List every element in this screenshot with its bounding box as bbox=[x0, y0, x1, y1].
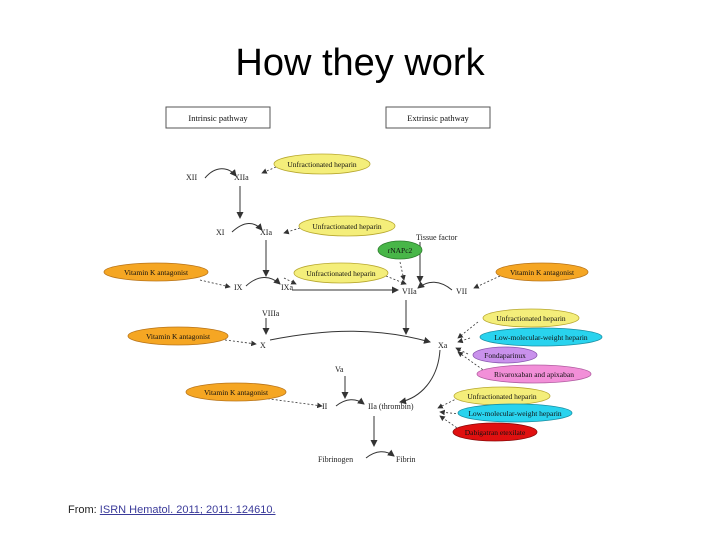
source-link[interactable]: ISRN Hematol. 2011; 2011: 124610. bbox=[99, 504, 276, 516]
drug-ufh-4: Unfractionated heparin bbox=[482, 308, 580, 328]
factor-xi: XI bbox=[216, 228, 225, 237]
svg-text:Unfractionated heparin: Unfractionated heparin bbox=[496, 314, 566, 323]
arrow-ii-iia bbox=[335, 397, 365, 407]
arrow-xi-xia bbox=[231, 223, 263, 233]
svg-text:Unfractionated heparin: Unfractionated heparin bbox=[312, 222, 382, 231]
factor-fibrin: Fibrin bbox=[396, 455, 416, 464]
intrinsic-pathway-box: Intrinsic pathway bbox=[165, 106, 271, 129]
drug-vka-3: Vitamin K antagonist bbox=[127, 326, 229, 346]
source-prefix: From: bbox=[68, 504, 97, 516]
factor-ix: IX bbox=[234, 283, 243, 292]
svg-text:Unfractionated heparin: Unfractionated heparin bbox=[467, 392, 537, 401]
svg-text:Unfractionated heparin: Unfractionated heparin bbox=[306, 269, 376, 278]
slide-title: How they work bbox=[235, 42, 485, 84]
drug-lmwh-1: Low-molecular-weight heparin bbox=[479, 327, 603, 347]
factor-fibrinogen: Fibrinogen bbox=[318, 455, 353, 464]
arrow-x-xa bbox=[269, 330, 431, 344]
drug-lmwh-2: Low-molecular-weight heparin bbox=[457, 403, 573, 423]
drug-rivaroxaban: Rivaroxaban and apixaban bbox=[476, 364, 592, 384]
drug-dabigatran: Dabigatran etexilate bbox=[452, 422, 538, 442]
svg-text:Vitamin K antagonist: Vitamin K antagonist bbox=[204, 388, 269, 397]
svg-text:Low-molecular-weight heparin: Low-molecular-weight heparin bbox=[468, 409, 562, 418]
tissue-factor: Tissue factor bbox=[416, 233, 458, 242]
factor-ii: II bbox=[322, 402, 328, 411]
drug-vka-2: Vitamin K antagonist bbox=[495, 262, 589, 282]
drug-rnapc2: rNAPc2 bbox=[377, 240, 423, 260]
arrow-xii-xiia bbox=[204, 168, 237, 179]
svg-text:rNAPc2: rNAPc2 bbox=[388, 246, 413, 255]
svg-text:Rivaroxaban and apixaban: Rivaroxaban and apixaban bbox=[494, 370, 574, 379]
svg-text:Vitamin K antagonist: Vitamin K antagonist bbox=[146, 332, 211, 341]
svg-text:Fondaparinux: Fondaparinux bbox=[484, 351, 526, 360]
intrinsic-pathway-label: Intrinsic pathway bbox=[188, 113, 248, 123]
factor-labels: XII XIIa XI XIa IX IXa VIIIa X Xa Va II … bbox=[186, 173, 467, 464]
factor-x: X bbox=[260, 341, 266, 350]
svg-text:Dabigatran etexilate: Dabigatran etexilate bbox=[465, 428, 526, 437]
drug-vka-4: Vitamin K antagonist bbox=[185, 382, 287, 402]
extrinsic-pathway-label: Extrinsic pathway bbox=[407, 113, 469, 123]
factor-iia: IIa (thrombin) bbox=[368, 402, 414, 411]
drug-ufh-2: Unfractionated heparin bbox=[298, 215, 396, 237]
arrow-ix-ixa bbox=[245, 277, 281, 287]
extrinsic-pathway-box: Extrinsic pathway bbox=[385, 106, 491, 129]
svg-text:Unfractionated heparin: Unfractionated heparin bbox=[287, 160, 357, 169]
svg-text:Vitamin K antagonist: Vitamin K antagonist bbox=[124, 268, 189, 277]
factor-xii: XII bbox=[186, 173, 197, 182]
factor-ixa: IXa bbox=[281, 283, 293, 292]
factor-viia: VIIa bbox=[402, 287, 417, 296]
factor-xa: Xa bbox=[438, 341, 448, 350]
drug-ufh-1: Unfractionated heparin bbox=[273, 153, 371, 175]
factor-xiia: XIIa bbox=[234, 173, 249, 182]
factor-vii: VII bbox=[456, 287, 467, 296]
arrow-fibrinogen-fibrin bbox=[365, 449, 395, 459]
drug-ufh-3: Unfractionated heparin bbox=[293, 262, 389, 284]
svg-text:Vitamin K antagonist: Vitamin K antagonist bbox=[510, 268, 575, 277]
factor-viiia: VIIIa bbox=[262, 309, 280, 318]
source-citation: From: ISRN Hematol. 2011; 2011: 124610. bbox=[68, 504, 276, 516]
factor-xia: XIa bbox=[260, 228, 272, 237]
drug-vka-1: Vitamin K antagonist bbox=[103, 262, 209, 282]
cascade-arrows bbox=[204, 168, 453, 459]
factor-va: Va bbox=[335, 365, 344, 374]
drug-fondaparinux: Fondaparinux bbox=[472, 346, 538, 364]
svg-text:Low-molecular-weight heparin: Low-molecular-weight heparin bbox=[494, 333, 588, 342]
arrow-vii-viia bbox=[417, 281, 453, 291]
drug-ufh-5: Unfractionated heparin bbox=[453, 386, 551, 406]
arrow-xa-iia bbox=[399, 349, 441, 405]
